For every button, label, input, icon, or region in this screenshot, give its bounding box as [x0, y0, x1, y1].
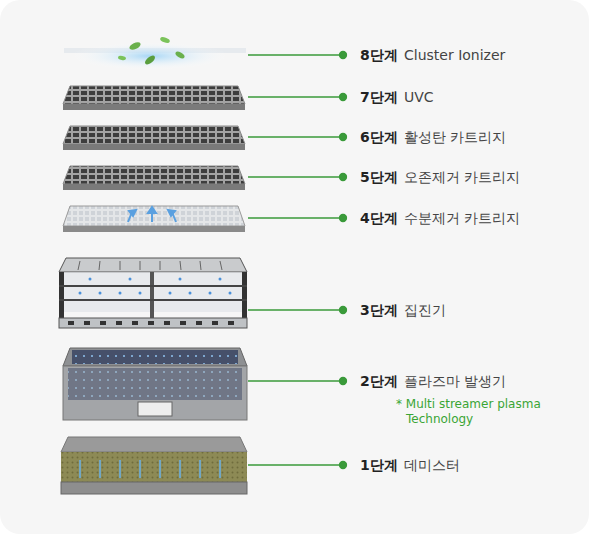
moisture-plate	[63, 206, 245, 232]
stage-name: 플라즈마 발생기	[404, 372, 506, 390]
stage-name: Cluster Ionizer	[404, 46, 505, 64]
step-number: 5단계	[360, 168, 398, 186]
plasma-box	[63, 348, 247, 420]
collector-frame	[59, 258, 247, 328]
stage-name: 오존제거 카트리지	[404, 168, 520, 186]
stage-name: 활성탄 카트리지	[404, 128, 506, 146]
stage-name: UVC	[404, 88, 434, 106]
stage-name: 데미스터	[404, 456, 460, 474]
step-number: 8단계	[360, 46, 398, 64]
demister-box	[61, 437, 247, 494]
leader-lines	[248, 52, 347, 469]
step-number: 7단계	[360, 88, 398, 106]
step-number: 1단계	[360, 456, 398, 474]
grid-plates	[63, 86, 245, 190]
technology-note: * Multi streamer plasma Technology	[396, 397, 556, 427]
step-number: 4단계	[360, 209, 398, 227]
step-number: 6단계	[360, 128, 398, 146]
stage-name: 수분제거 카트리지	[404, 209, 520, 227]
stage-name: 집진기	[404, 301, 446, 319]
step-number: 2단계	[360, 372, 398, 390]
step-number: 3단계	[360, 301, 398, 319]
ionizer-layer	[64, 36, 246, 70]
